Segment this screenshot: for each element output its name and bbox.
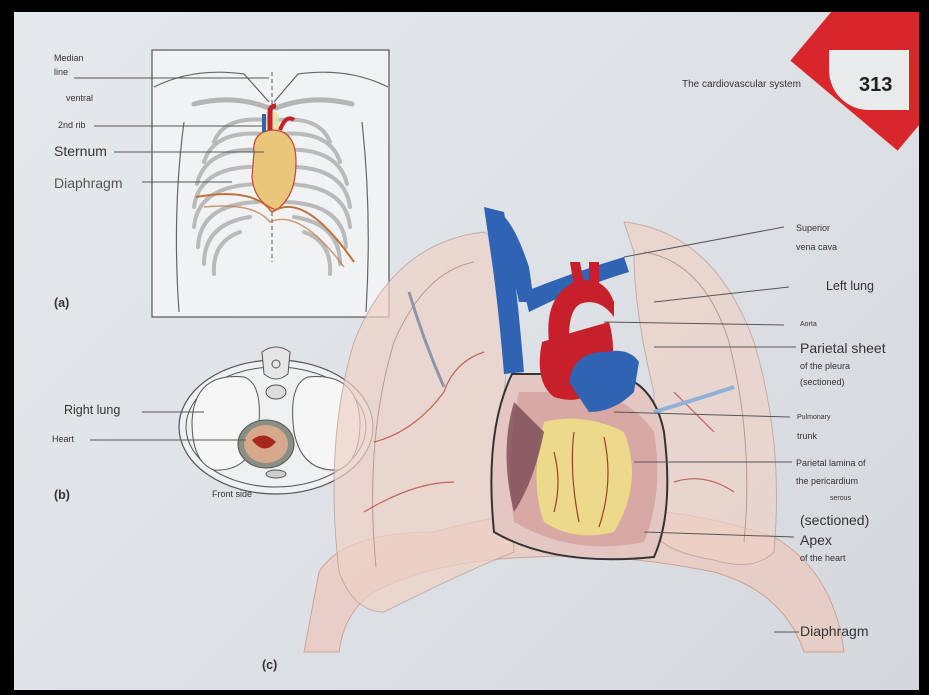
label-ventral: ventral [66, 93, 93, 104]
label-superior-vena-cava-2: vena cava [796, 242, 837, 253]
page-header: The cardiovascular system [682, 79, 801, 90]
label-parietal-sheet-3: (sectioned) [800, 377, 845, 388]
label-lamina-3: serous [830, 494, 851, 503]
label-median-line-2: line [54, 67, 68, 78]
label-lamina-1: Parietal lamina of [796, 458, 866, 469]
panel-b-cross-section [90, 347, 373, 494]
label-lamina-4: (sectioned) [800, 512, 869, 528]
label-apex-1: Apex [800, 532, 832, 548]
label-parietal-sheet-1: Parietal sheet [800, 340, 886, 356]
label-superior-vena-cava-1: Superior [796, 223, 830, 234]
label-lamina-2: the pericardium [796, 476, 858, 487]
label-left-lung: Left lung [826, 279, 874, 294]
label-parietal-sheet-2: of the pleura [800, 361, 850, 372]
label-front-side: Front side [212, 489, 252, 500]
label-diaphragm-c: Diaphragm [800, 623, 868, 639]
label-sternum: Sternum [54, 143, 107, 159]
label-pulmonary-2: trunk [797, 431, 817, 442]
label-2nd-rib: 2nd rib [58, 120, 86, 131]
page-number: 313 [859, 74, 892, 97]
label-aorta: Aorta [800, 320, 817, 329]
panel-b-tag: (b) [54, 488, 70, 503]
label-heart: Heart [52, 434, 74, 445]
textbook-page: The cardiovascular system 313 Median lin… [14, 12, 919, 690]
label-median-line: Median [54, 53, 84, 64]
label-apex-2: of the heart [800, 553, 846, 564]
label-diaphragm-a: Diaphragm [54, 175, 122, 191]
panel-a-tag: (a) [54, 296, 69, 311]
label-right-lung: Right lung [64, 403, 120, 418]
panel-c-tag: (c) [262, 658, 277, 673]
label-pulmonary-1: Pulmonary [797, 413, 830, 422]
anatomy-illustration [14, 12, 919, 690]
